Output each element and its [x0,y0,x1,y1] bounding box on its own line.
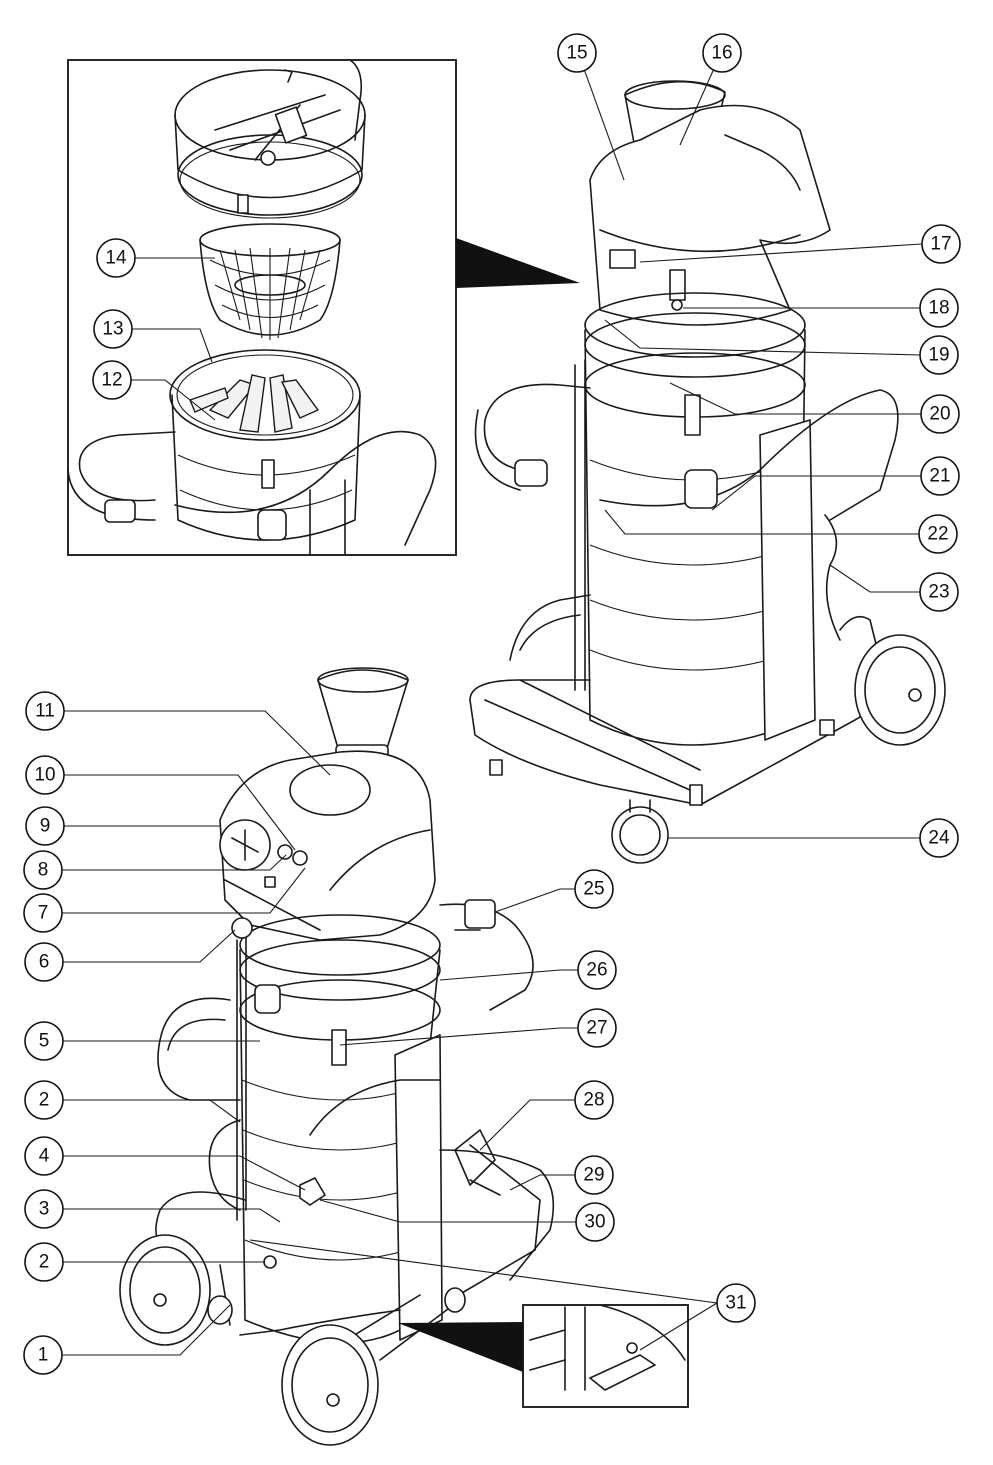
svg-text:30: 30 [584,1212,605,1233]
callout-31: 31 [716,1283,756,1323]
svg-text:1: 1 [38,1345,49,1366]
svg-text:11: 11 [35,701,55,722]
wheel-left-a [119,1234,211,1346]
callout-4: 4 [24,1136,64,1176]
inset-latch-detail [398,1304,689,1408]
callout-6: 6 [24,942,64,982]
callout-20: 20 [920,394,960,434]
inset-pointer-wedge [456,238,580,288]
frame-post-left [394,1034,443,1341]
svg-text:9: 9 [40,816,51,837]
svg-text:6: 6 [39,952,50,973]
callout-7: 7 [23,893,63,933]
svg-text:12: 12 [101,370,122,391]
svg-text:26: 26 [586,960,607,981]
wheel-right [854,634,946,746]
callout-18: 18 [919,288,959,328]
callout-9: 9 [25,806,65,846]
svg-text:14: 14 [105,248,127,269]
callout-26: 26 [577,950,617,990]
svg-text:5: 5 [39,1031,50,1052]
callout-27: 27 [577,1008,617,1048]
svg-text:17: 17 [930,234,951,255]
svg-text:8: 8 [38,860,49,881]
filter-cage [199,223,341,340]
inset-handle [67,430,437,556]
motor-head-left [219,750,436,941]
machine-right [469,80,946,864]
svg-text:19: 19 [928,345,949,366]
callout-30: 30 [575,1202,615,1242]
svg-text:29: 29 [583,1165,604,1186]
machine-left [119,667,555,1446]
callout-24: 24 [919,818,959,858]
callout-14: 14 [96,238,136,278]
svg-text:7: 7 [38,903,49,924]
svg-text:27: 27 [586,1018,607,1039]
callout-29: 29 [574,1155,614,1195]
svg-text:22: 22 [927,524,948,545]
svg-text:13: 13 [102,319,123,340]
svg-text:24: 24 [928,828,950,849]
svg-text:2: 2 [39,1252,50,1273]
svg-text:3: 3 [39,1199,50,1220]
svg-text:16: 16 [711,43,732,64]
callout-19: 19 [919,335,959,375]
callout-17: 17 [921,224,961,264]
inset-filter-detail [67,59,580,556]
wheel-left-b [281,1324,379,1446]
svg-text:21: 21 [929,466,950,487]
callout-22: 22 [918,514,958,554]
callout-28: 28 [574,1080,614,1120]
svg-text:20: 20 [929,404,950,425]
separator-container [169,349,361,541]
svg-text:28: 28 [583,1090,604,1111]
callout-13: 13 [93,309,133,349]
callout-11: 11 [25,691,65,731]
svg-text:25: 25 [583,879,604,900]
callout-2-upper: 2 [24,1080,64,1120]
filter-head [174,59,366,219]
svg-text:4: 4 [39,1146,50,1167]
svg-text:23: 23 [928,582,949,603]
callout-21: 21 [920,456,960,496]
frame-post-right [759,419,816,741]
svg-text:31: 31 [725,1293,746,1314]
callouts: 15 16 14 13 12 17 18 19 20 21 22 23 24 1… [23,33,961,1375]
leader-lines [62,54,923,1356]
svg-text:18: 18 [928,298,949,319]
callout-10: 10 [25,755,65,795]
callout-8: 8 [23,850,63,890]
callout-2-lower: 2 [24,1242,64,1282]
svg-text:10: 10 [34,765,55,786]
callout-23: 23 [919,572,959,612]
callout-1: 1 [23,1335,63,1375]
svg-text:2: 2 [39,1090,50,1111]
svg-text:15: 15 [566,43,587,64]
callout-5: 5 [24,1021,64,1061]
callout-25: 25 [574,869,614,909]
detail-pointer-wedge [398,1322,523,1372]
callout-12: 12 [92,360,132,400]
callout-15: 15 [557,33,597,73]
motor-head-right [589,104,831,326]
callout-3: 3 [24,1189,64,1229]
callout-16: 16 [702,33,742,73]
